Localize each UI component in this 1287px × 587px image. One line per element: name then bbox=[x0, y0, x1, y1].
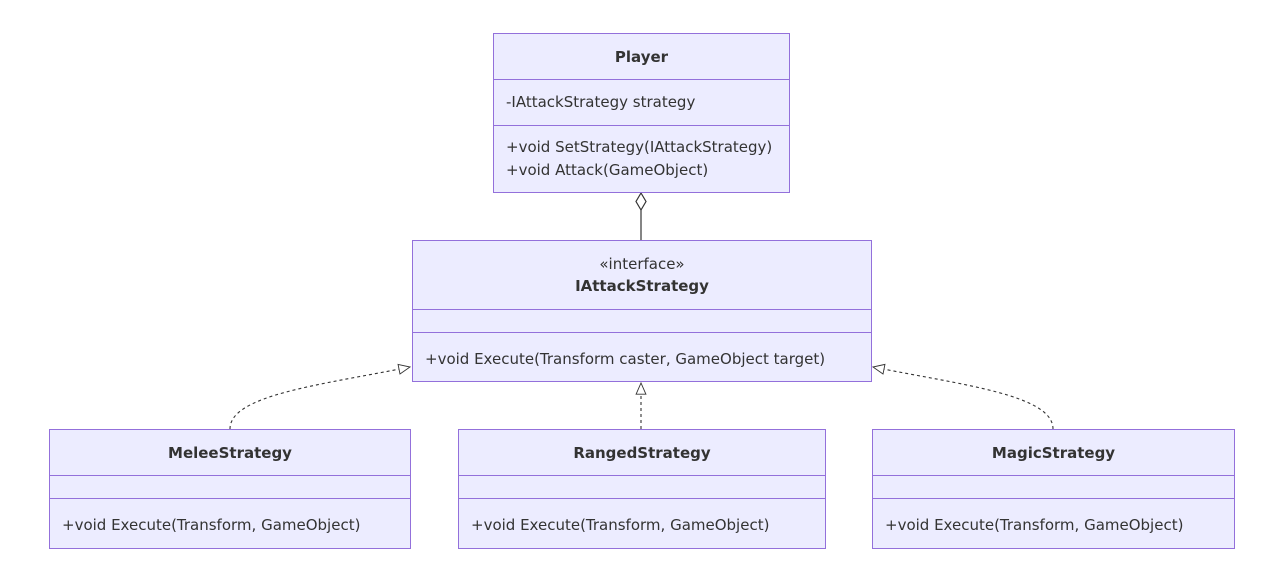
class-iattackstrategy-name: IAttackStrategy bbox=[575, 277, 709, 295]
class-player-attributes: -IAttackStrategy strategy bbox=[494, 79, 789, 125]
class-rangedstrategy-name: RangedStrategy bbox=[573, 443, 711, 462]
method-execute: +void Execute(Transform, GameObject) bbox=[885, 516, 1184, 534]
aggregation-diamond bbox=[635, 191, 647, 212]
attribute-strategy: -IAttackStrategy strategy bbox=[506, 93, 696, 111]
method-execute: +void Execute(Transform, GameObject) bbox=[62, 516, 361, 534]
interface-stereotype: «interface» bbox=[599, 255, 685, 273]
method-execute: +void Execute(Transform, GameObject) bbox=[471, 516, 770, 534]
class-iattackstrategy-header: «interface» IAttackStrategy bbox=[413, 241, 871, 309]
class-rangedstrategy: RangedStrategy +void Execute(Transform, … bbox=[458, 429, 826, 549]
class-rangedstrategy-header: RangedStrategy bbox=[459, 430, 825, 475]
class-iattackstrategy: «interface» IAttackStrategy +void Execut… bbox=[412, 240, 872, 382]
method-execute: +void Execute(Transform caster, GameObje… bbox=[425, 350, 826, 368]
class-magicstrategy: MagicStrategy +void Execute(Transform, G… bbox=[872, 429, 1235, 549]
class-meleestrategy-attributes bbox=[50, 475, 410, 498]
class-magicstrategy-header: MagicStrategy bbox=[873, 430, 1234, 475]
aggregation-player-to-iattackstrategy bbox=[635, 191, 647, 240]
class-rangedstrategy-attributes bbox=[459, 475, 825, 498]
method-set-strategy: +void SetStrategy(IAttackStrategy) bbox=[506, 138, 773, 156]
method-attack: +void Attack(GameObject) bbox=[506, 161, 709, 179]
class-magicstrategy-name: MagicStrategy bbox=[991, 443, 1116, 462]
class-meleestrategy-header: MeleeStrategy bbox=[50, 430, 410, 475]
class-rangedstrategy-methods: +void Execute(Transform, GameObject) bbox=[459, 498, 825, 548]
class-meleestrategy-name: MeleeStrategy bbox=[168, 443, 292, 462]
realization-melee-to-iattackstrategy bbox=[229, 363, 412, 430]
class-magicstrategy-methods: +void Execute(Transform, GameObject) bbox=[873, 498, 1234, 548]
class-iattackstrategy-methods: +void Execute(Transform caster, GameObje… bbox=[413, 332, 871, 381]
class-iattackstrategy-attributes bbox=[413, 309, 871, 332]
class-player-name: Player bbox=[614, 47, 669, 66]
class-player: Player -IAttackStrategy strategy +void S… bbox=[493, 33, 790, 193]
class-player-header: Player bbox=[494, 34, 789, 79]
realization-magic-to-iattackstrategy bbox=[871, 363, 1054, 430]
class-player-methods: +void SetStrategy(IAttackStrategy) +void… bbox=[494, 125, 789, 192]
class-meleestrategy: MeleeStrategy +void Execute(Transform, G… bbox=[49, 429, 411, 549]
class-magicstrategy-attributes bbox=[873, 475, 1234, 498]
class-meleestrategy-methods: +void Execute(Transform, GameObject) bbox=[50, 498, 410, 548]
